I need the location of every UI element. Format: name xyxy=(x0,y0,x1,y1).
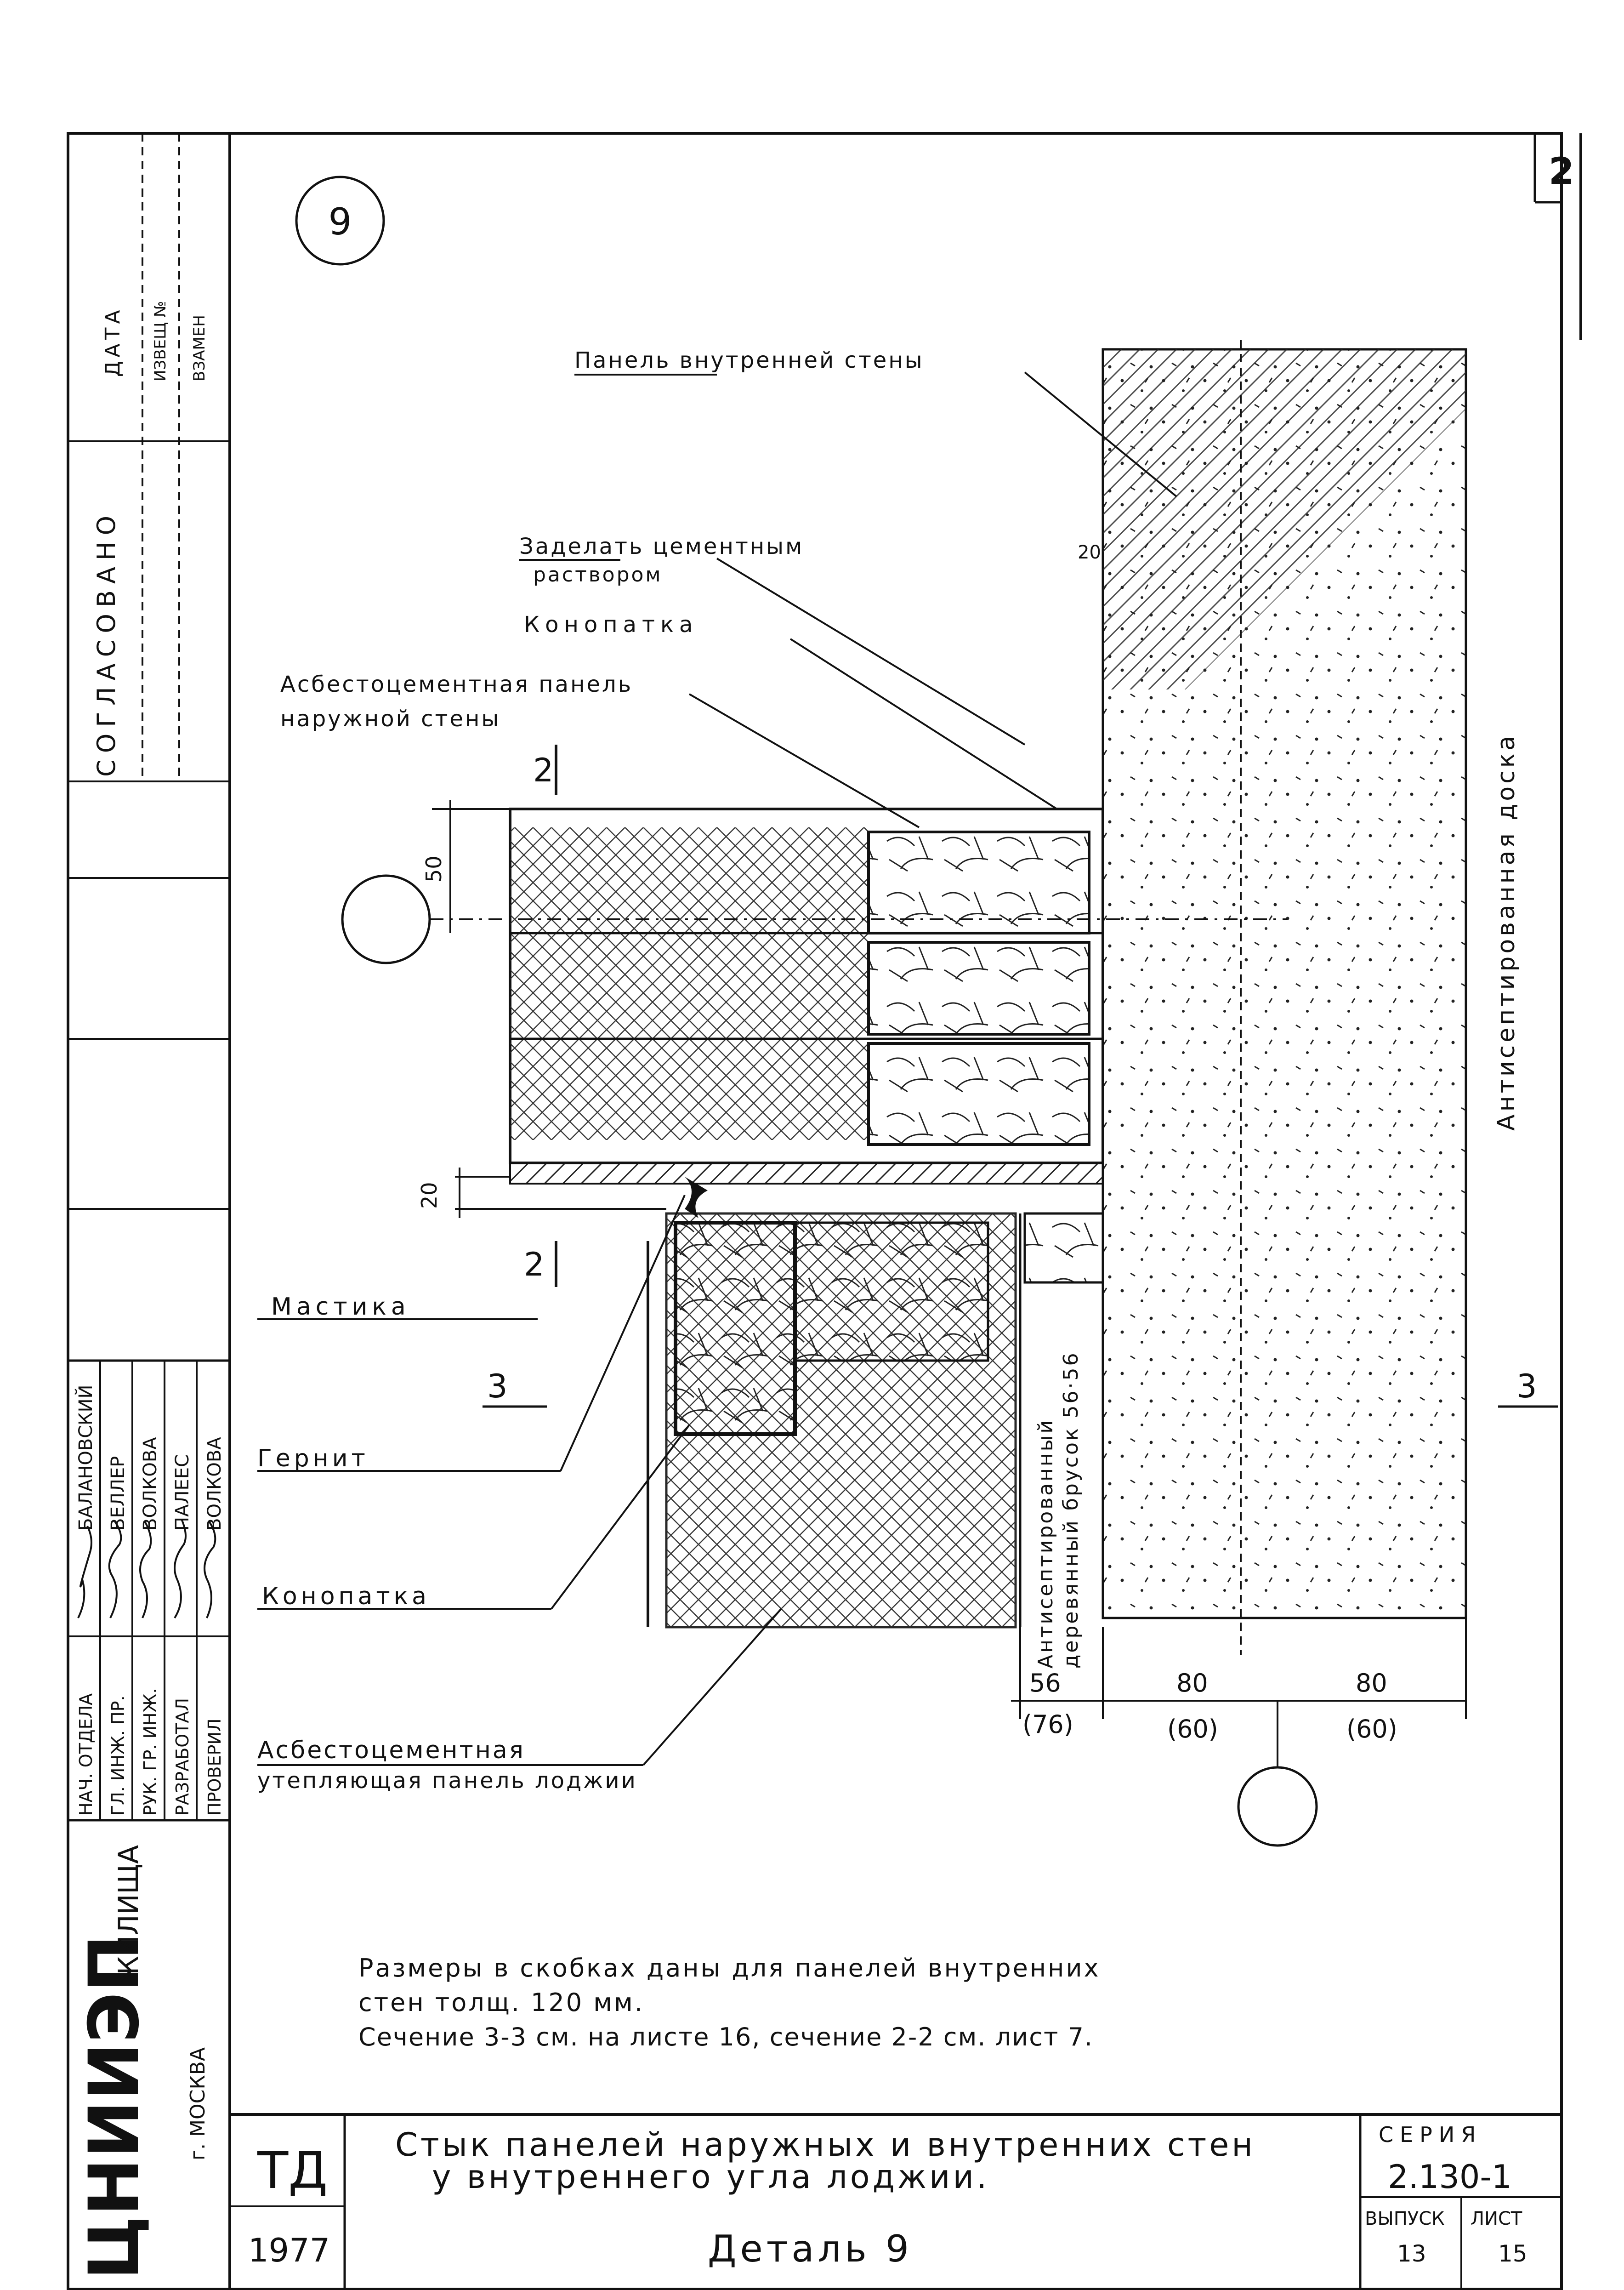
section-3-left: 3 xyxy=(487,1367,508,1405)
label-caulking-top: Конопатка xyxy=(524,612,698,638)
label-gernit: Гернит xyxy=(257,1445,369,1472)
org-name: ЦНИИЭП xyxy=(74,1935,154,2280)
leader-lines xyxy=(257,371,1558,1766)
loggia-panel xyxy=(647,1177,1104,1629)
inner-wall-panel xyxy=(1102,340,1467,1655)
left-stamp: СОГЛАСОВАНО ДАТА ИЗВЕЩ № ВЗАМЕН НАЧ. ОТД… xyxy=(68,133,231,2289)
label-cement-fill-1: Заделать цементным xyxy=(519,534,804,559)
org-city: г. МОСКВА xyxy=(186,2047,210,2160)
dim-20-top: 20 xyxy=(1078,542,1101,563)
label-asbestos-outer-1: Асбестоцементная панель xyxy=(280,672,633,697)
sheet-frame xyxy=(67,132,1563,2290)
dim-80-b: 80 xyxy=(1356,1669,1387,1698)
role-developed: РАЗРАБОТАЛ xyxy=(172,1698,193,1816)
issue-value: 13 xyxy=(1397,2240,1426,2267)
axis-circle-left xyxy=(341,874,431,964)
sheet-label: ЛИСТ xyxy=(1471,2208,1522,2229)
role-head: НАЧ. ОТДЕЛА xyxy=(76,1693,96,1816)
name-0: БАЛАНОВСКИЙ xyxy=(74,1385,97,1531)
label-treated-bar-1: Антисептированный xyxy=(1034,1418,1057,1669)
note-line-1: Размеры в скобках даны для панелей внутр… xyxy=(358,1954,1101,1982)
gernit-seal xyxy=(685,1177,708,1218)
outer-wall-panel xyxy=(509,808,1104,1185)
series-value: 2.130-1 xyxy=(1388,2158,1512,2196)
issue-label: ВЫПУСК xyxy=(1365,2208,1445,2229)
section-3-right: 3 xyxy=(1516,1367,1537,1405)
title-block: ТД 1977 Стык панелей наружных и внутренн… xyxy=(230,2113,1562,2289)
signature-3 xyxy=(174,1519,187,1619)
signature-1 xyxy=(108,1521,122,1618)
dim-76: (76) xyxy=(1022,1710,1073,1739)
dimension-lines xyxy=(432,745,1467,1719)
title-line-1: Стык панелей наружных и внутренних стен xyxy=(395,2126,1255,2164)
dim-60-b: (60) xyxy=(1346,1715,1397,1743)
section-2-bottom: 2 xyxy=(524,1246,545,1283)
name-3: ПАЛЕЕС xyxy=(172,1454,193,1531)
axis-circle-bottom xyxy=(1237,1766,1318,1847)
stamp-change-no: ИЗВЕЩ № xyxy=(151,301,170,382)
org-name-2: ЖИЛИЩА xyxy=(113,1845,145,1986)
td-mark: ТД xyxy=(257,2141,328,2200)
dim-80-a: 80 xyxy=(1176,1669,1208,1698)
stamp-approved: СОГЛАСОВАНО xyxy=(92,509,121,777)
label-mastic: Мастика xyxy=(271,1293,410,1321)
dim-20-left: 20 xyxy=(417,1182,442,1209)
sheet-value: 15 xyxy=(1498,2240,1527,2267)
section-2-top: 2 xyxy=(533,752,554,789)
year: 1977 xyxy=(248,2232,330,2269)
note-line-2: стен толщ. 120 мм. xyxy=(358,1988,644,2017)
role-group-lead: РУК. ГР. ИНЖ. xyxy=(140,1688,160,1816)
label-inner-wall-panel: Панель внутренней стены xyxy=(574,347,924,373)
series-label: СЕРИЯ xyxy=(1379,2122,1482,2147)
label-cement-fill-2: раствором xyxy=(533,563,663,587)
note-line-3: Сечение 3-3 см. на листе 16, сечение 2-2… xyxy=(358,2022,1093,2051)
corner-number: 2 xyxy=(1549,150,1574,193)
signature-4 xyxy=(204,1521,216,1618)
name-1: ВЕЛЛЕР xyxy=(108,1456,129,1531)
detail-marker-number: 9 xyxy=(329,200,352,243)
sheet-corner: 2 xyxy=(1533,133,1582,340)
detail-marker: 9 xyxy=(295,176,385,266)
name-2: ВОЛКОВА xyxy=(140,1437,161,1531)
signature-2 xyxy=(139,1521,152,1618)
detail-title: Деталь 9 xyxy=(708,2227,913,2270)
label-treated-bar-2: деревянный брусок 56·56 xyxy=(1059,1351,1083,1669)
stamp-replaced: ВЗАМЕН xyxy=(190,315,209,382)
label-loggia-panel-2: утепляющая панель лоджии xyxy=(257,1768,637,1794)
name-4: ВОЛКОВА xyxy=(204,1437,225,1531)
label-treated-board: Антисептированная доска xyxy=(1493,733,1520,1131)
treated-bar xyxy=(1023,1212,1104,1284)
dim-56: 56 xyxy=(1029,1669,1061,1698)
stamp-date: ДАТА xyxy=(101,307,125,377)
signature-0 xyxy=(77,1526,92,1618)
role-chief-engineer: ГЛ. ИНЖ. ПР. xyxy=(108,1695,128,1816)
label-loggia-panel-1: Асбестоцементная xyxy=(257,1737,525,1764)
dim-50: 50 xyxy=(421,855,446,883)
label-caulking-bottom: Конопатка xyxy=(262,1583,430,1610)
dim-60-a: (60) xyxy=(1167,1715,1218,1743)
label-asbestos-outer-2: наружной стены xyxy=(280,706,500,732)
role-checked: ПРОВЕРИЛ xyxy=(204,1719,225,1816)
title-line-2: у внутреннего угла лоджии. xyxy=(432,2158,989,2196)
